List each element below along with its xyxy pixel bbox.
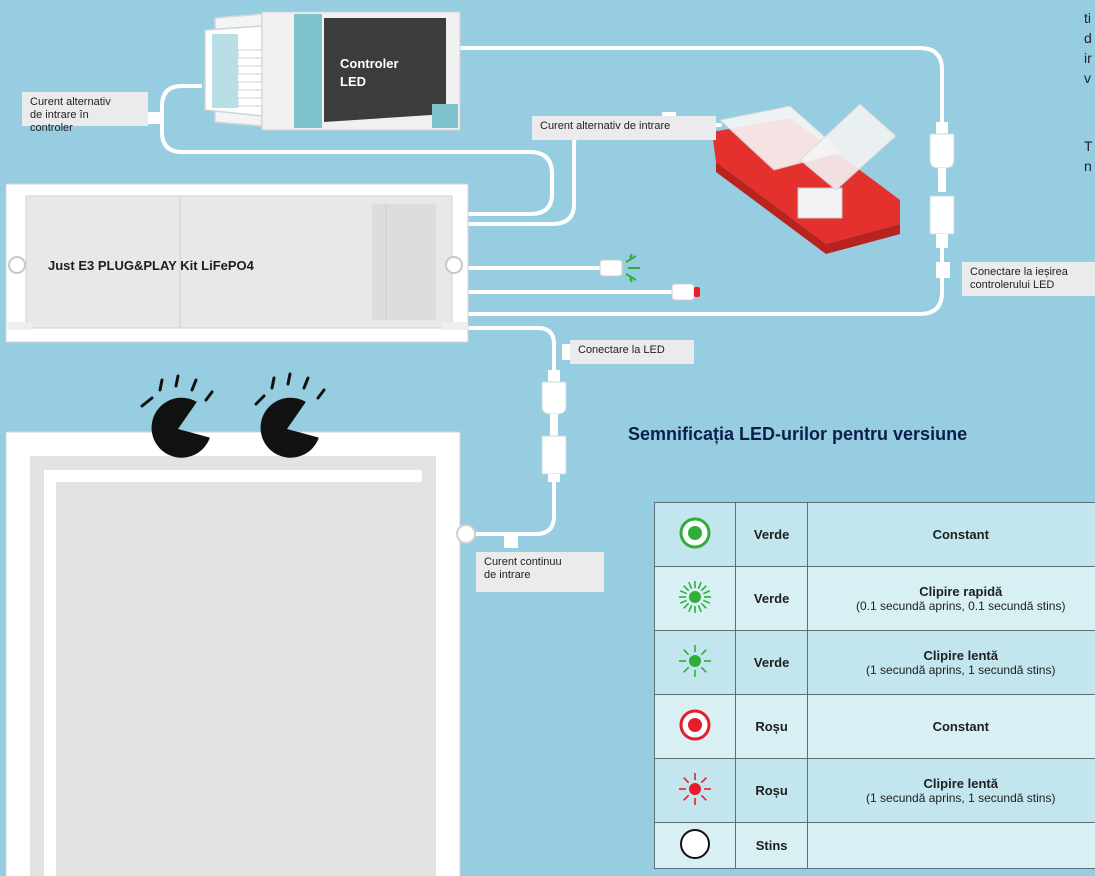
red-solid-led-icon <box>679 709 711 741</box>
callout-ac-into-controller: Curent alternativ de intrare în controle… <box>22 92 148 134</box>
legend-icon-cell <box>654 566 736 631</box>
legend-color: Verde <box>734 566 809 631</box>
legend-mode-title: Clipire rapidă <box>919 584 1003 599</box>
legend-mode-detail: (1 secundă aprins, 1 secundă stins) <box>866 663 1056 677</box>
legend-mode-detail: (0.1 secundă aprins, 0.1 secundă stins) <box>856 599 1066 613</box>
green-solid-led-icon <box>679 517 711 549</box>
green-indicator-led <box>599 253 640 283</box>
legend-color: Roșu <box>734 694 809 759</box>
callout-ac-input: Curent alternativ de intrare <box>532 116 716 140</box>
legend-mode: Clipire lentă(1 secundă aprins, 1 secund… <box>807 758 1095 823</box>
legend-icon-cell <box>654 694 736 759</box>
legend-mode-title: Constant <box>932 719 989 734</box>
legend-heading: Semnificația LED-urilor pentru versiune <box>628 424 968 444</box>
legend-mode: Constant <box>807 502 1095 567</box>
off-led-icon <box>679 829 710 859</box>
legend-mode-title: Clipire lentă <box>923 776 998 791</box>
attention-figure-1 <box>140 374 214 458</box>
legend-color: Verde <box>734 630 809 695</box>
controller-output-plug <box>929 122 955 248</box>
legend-row: Stins <box>654 822 1095 869</box>
controller-title-line1: Controler <box>340 56 399 71</box>
red-slow-blink-led-icon <box>678 773 711 805</box>
legend-mode: Constant <box>807 694 1095 759</box>
legend-mode-detail: (1 secundă aprins, 1 secundă stins) <box>866 791 1056 805</box>
legend-icon-cell <box>654 502 736 567</box>
side-text-fragment-1: ti d ir v <box>1084 10 1092 86</box>
led-connection-plug <box>541 370 567 482</box>
callout-controller-output: Conectare la ieșirea controlerului LED <box>962 262 1095 296</box>
legend-icon-cell <box>654 822 736 869</box>
side-text-fragment-2: T n <box>1084 138 1093 174</box>
attention-figure-2 <box>254 372 326 458</box>
legend-color: Stins <box>734 822 809 869</box>
legend-color: Verde <box>734 502 809 567</box>
legend-row: Roșu Constant <box>654 694 1095 759</box>
battery-unit <box>5 183 469 343</box>
cables <box>160 46 944 536</box>
led-controller <box>204 11 461 131</box>
red-indicator-led <box>671 283 700 301</box>
legend-color: Roșu <box>734 758 809 823</box>
panel <box>5 431 476 876</box>
controller-title-line2: LED <box>340 74 366 89</box>
legend-mode: Clipire lentă(1 secundă aprins, 1 secund… <box>807 630 1095 695</box>
legend-mode: Clipire rapidă(0.1 secundă aprins, 0.1 s… <box>807 566 1095 631</box>
legend-mode-title: Clipire lentă <box>923 648 998 663</box>
green-slow-blink-led-icon <box>678 645 711 677</box>
legend-mode-title: Constant <box>932 527 989 542</box>
legend-row: Verde Constant <box>654 502 1095 567</box>
ac-connector-block <box>712 103 900 254</box>
battery-name: Just E3 PLUG&PLAY Kit LiFePO4 <box>48 258 255 273</box>
callout-connect-led: Conectare la LED <box>570 340 694 364</box>
legend-icon-cell <box>654 758 736 823</box>
callout-dc-input: Curent continuu de intrare <box>476 552 604 592</box>
green-fast-blink-led-icon <box>678 581 711 613</box>
legend-icon-cell <box>654 630 736 695</box>
legend-mode <box>807 822 1095 869</box>
